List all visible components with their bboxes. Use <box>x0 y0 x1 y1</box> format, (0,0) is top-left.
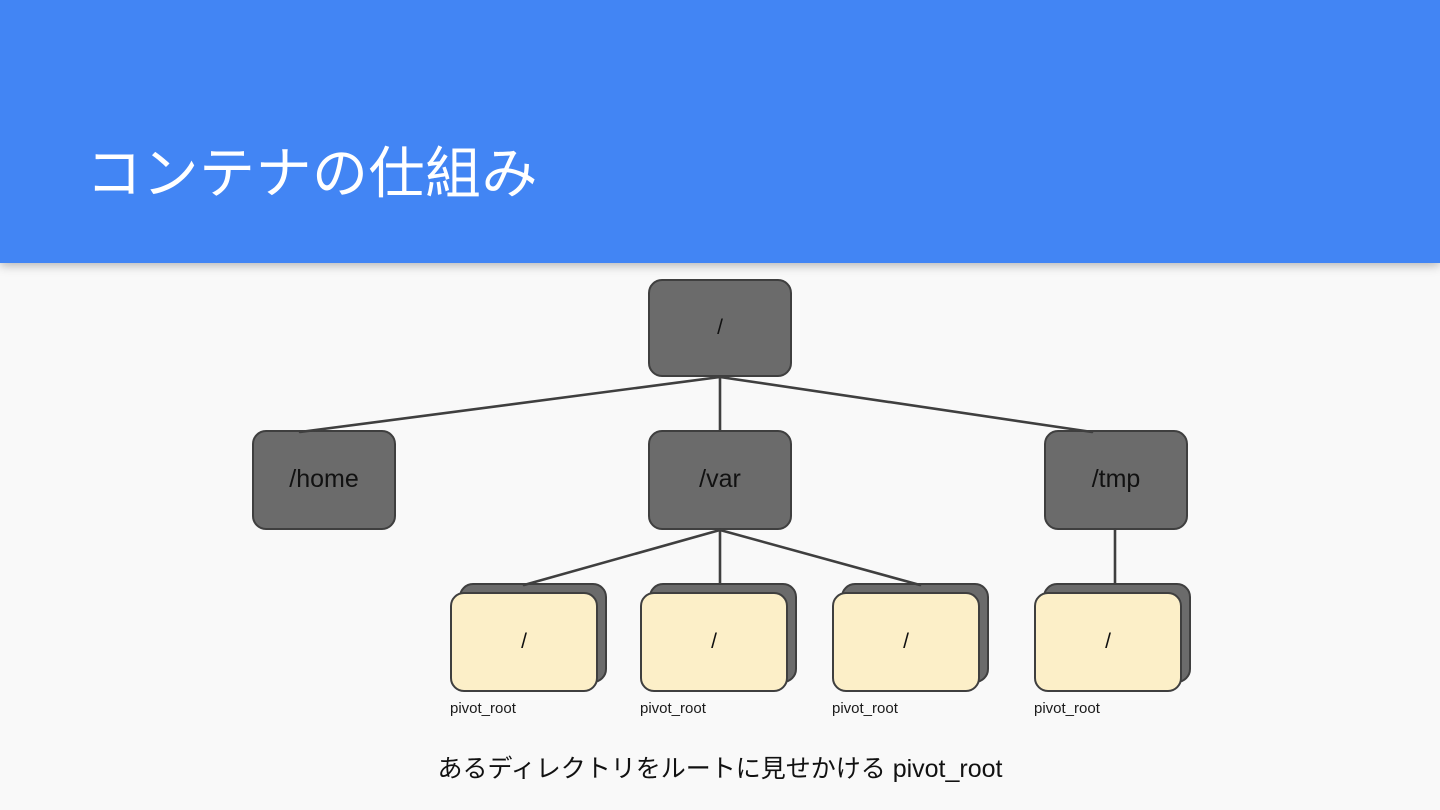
pivot-root-caption: pivot_root <box>832 700 898 717</box>
pivot-root-caption: pivot_root <box>640 700 706 717</box>
page-title: コンテナの仕組み <box>86 142 538 205</box>
pivot-root-caption: pivot_root <box>450 700 516 717</box>
title-banner: コンテナの仕組み <box>0 0 1440 263</box>
tree-node-label: /var <box>699 465 741 493</box>
pivot-root-box[interactable]: / <box>450 592 598 692</box>
pivot-root-caption: pivot_root <box>1034 700 1100 717</box>
pivot-root-group[interactable]: / pivot_root <box>640 583 800 723</box>
tree-node-tmp[interactable]: /tmp <box>1044 430 1188 530</box>
tree-node-root[interactable]: / <box>648 279 792 377</box>
diagram-caption: あるディレクトリをルートに見せかける pivot_root <box>437 755 1003 783</box>
pivot-root-box[interactable]: / <box>832 592 980 692</box>
pivot-root-group[interactable]: / pivot_root <box>1034 583 1194 723</box>
pivot-root-group[interactable]: / pivot_root <box>450 583 610 723</box>
pivot-root-label: / <box>903 630 909 654</box>
tree-node-var[interactable]: /var <box>648 430 792 530</box>
tree-node-home[interactable]: /home <box>252 430 396 530</box>
tree-node-label: / <box>717 316 723 340</box>
pivot-root-box[interactable]: / <box>1034 592 1182 692</box>
pivot-root-box[interactable]: / <box>640 592 788 692</box>
pivot-root-label: / <box>711 630 717 654</box>
tree-node-label: /tmp <box>1091 465 1141 493</box>
pivot-root-label: / <box>1105 630 1111 654</box>
tree-node-label: /home <box>289 465 359 493</box>
pivot-root-label: / <box>521 630 527 654</box>
pivot-root-group[interactable]: / pivot_root <box>832 583 992 723</box>
